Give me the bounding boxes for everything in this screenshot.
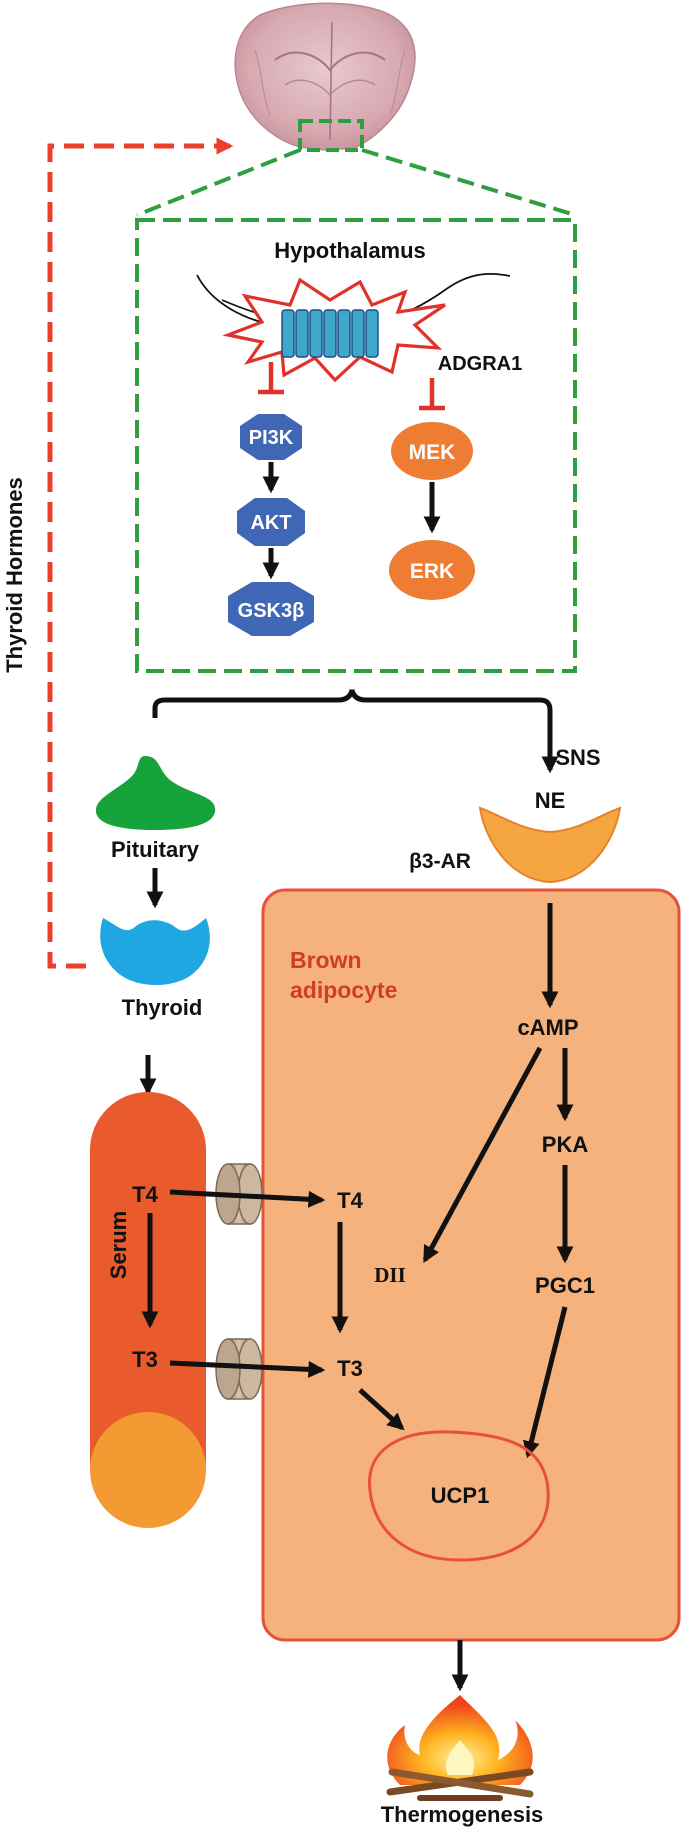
serum-label: Serum	[106, 1211, 131, 1279]
t3-cell-label: T3	[337, 1356, 363, 1381]
hypothalamus-title: Hypothalamus	[274, 238, 426, 263]
t4-serum-label: T4	[132, 1182, 158, 1207]
ucp1-label: UCP1	[431, 1483, 490, 1508]
thyroid-hormone-feedback-arrow	[47, 137, 234, 969]
t3-serum-label: T3	[132, 1347, 158, 1372]
thyroid-hormones-label: Thyroid Hormones	[2, 477, 27, 673]
cell-title-line2: adipocyte	[290, 977, 397, 1003]
cell-title-line1: Brown	[290, 947, 362, 973]
thermogenesis-label: Thermogenesis	[381, 1802, 544, 1827]
pituitary-label: Pituitary	[111, 837, 200, 862]
pi3k-node: PI3K	[240, 414, 302, 460]
mek-node: MEK	[391, 422, 473, 480]
dii-label: DII	[374, 1263, 406, 1287]
arrow-t3-ucp1	[358, 1388, 405, 1431]
thyroid-gland	[100, 918, 210, 985]
t3-transporter	[215, 1338, 263, 1400]
pi3k-label: PI3K	[249, 427, 294, 449]
adgra1-receptor	[281, 309, 379, 358]
b3ar-label: β3-AR	[409, 850, 471, 873]
arrow-camp-dii	[422, 1046, 543, 1263]
gsk3b-node: GSK3β	[228, 582, 314, 636]
fire-icon	[386, 1695, 534, 1801]
hypothalamus-box	[135, 218, 577, 673]
b3ar-receptor	[478, 806, 622, 884]
hypothalamus-region-marker	[298, 119, 364, 152]
zoom-line-left	[136, 148, 301, 217]
adgra1-label: ADGRA1	[438, 353, 522, 375]
camp-label: cAMP	[517, 1015, 578, 1040]
akt-label: AKT	[250, 512, 291, 534]
arrow-pgc1-ucp1	[523, 1306, 568, 1459]
thyroid-label: Thyroid	[122, 995, 203, 1020]
inhibit-mek-marker	[419, 378, 445, 411]
inhibit-pi3k-marker	[258, 362, 284, 395]
ucp1-mitochondrion	[368, 1430, 550, 1562]
erk-node: ERK	[389, 540, 475, 600]
t4-cell-label: T4	[337, 1188, 363, 1213]
brain-section-image	[234, 2, 416, 151]
gsk3b-label: GSK3β	[238, 600, 305, 622]
pka-label: PKA	[542, 1132, 589, 1157]
pgc1-label: PGC1	[535, 1273, 595, 1298]
ne-label: NE	[535, 788, 566, 813]
sns-label: SNS	[555, 745, 600, 770]
zoom-line-right	[361, 148, 576, 217]
arrow-t4-transport	[169, 1189, 326, 1208]
pituitary-gland	[95, 756, 216, 830]
erk-label: ERK	[410, 560, 454, 583]
arrow-t3-transport	[169, 1360, 326, 1378]
brown-adipocyte-cell	[261, 888, 681, 1642]
akt-node: AKT	[237, 498, 305, 546]
output-bracket	[152, 689, 559, 774]
mek-label: MEK	[409, 441, 456, 464]
